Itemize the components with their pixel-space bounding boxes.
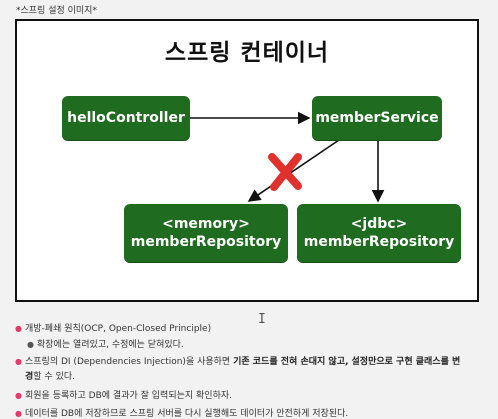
list-item: ●회원을 등록하고 DB에 결과가 잘 입력되는지 확인하자. bbox=[15, 391, 233, 401]
list-item: ●데이터를 DB에 저장하므로 스프링 서버를 다시 실행해도 데이터가 안전하… bbox=[15, 409, 349, 419]
container-title: 스프링 컨테이너 bbox=[164, 40, 330, 66]
node-stereotype: <memory> bbox=[162, 216, 250, 232]
node-member-service: memberService bbox=[312, 96, 442, 140]
node-stereotype: <jdbc> bbox=[350, 216, 408, 232]
bullet-icon: ● bbox=[15, 391, 22, 400]
bullet-icon: ● bbox=[15, 409, 22, 418]
connector-layer bbox=[190, 111, 385, 203]
node-label: helloController bbox=[67, 110, 185, 126]
bullet-icon: ● bbox=[27, 340, 34, 349]
bullet-icon: ● bbox=[15, 324, 22, 333]
spring-container: 스프링 컨테이너 helloController memberService <… bbox=[15, 19, 479, 302]
list-item: ●확장에는 열려있고, 수정에는 닫혀있다. bbox=[27, 340, 184, 350]
node-label: memberRepository bbox=[303, 234, 455, 250]
text-cursor-icon: I bbox=[258, 312, 266, 327]
node-jdbc-repository: <jdbc> memberRepository bbox=[297, 204, 461, 262]
list-item: ●개방-폐쇄 원칙(OCP, Open-Closed Principle) bbox=[15, 324, 212, 334]
node-label: memberService bbox=[315, 110, 439, 126]
list-item: ●스프링의 DI (Dependencies Injection)을 사용하면 … bbox=[15, 357, 461, 367]
arrow-service-to-memory bbox=[247, 139, 340, 202]
node-memory-repository: <memory> memberRepository bbox=[124, 204, 288, 262]
figure-caption: *스프링 설정 이미지* bbox=[16, 6, 97, 16]
cross-mark-icon bbox=[268, 153, 302, 191]
node-hello-controller: helloController bbox=[62, 96, 190, 140]
list-item-continuation: 경할 수 있다. bbox=[25, 372, 75, 382]
bullet-icon: ● bbox=[15, 357, 22, 366]
node-label: memberRepository bbox=[130, 234, 282, 250]
